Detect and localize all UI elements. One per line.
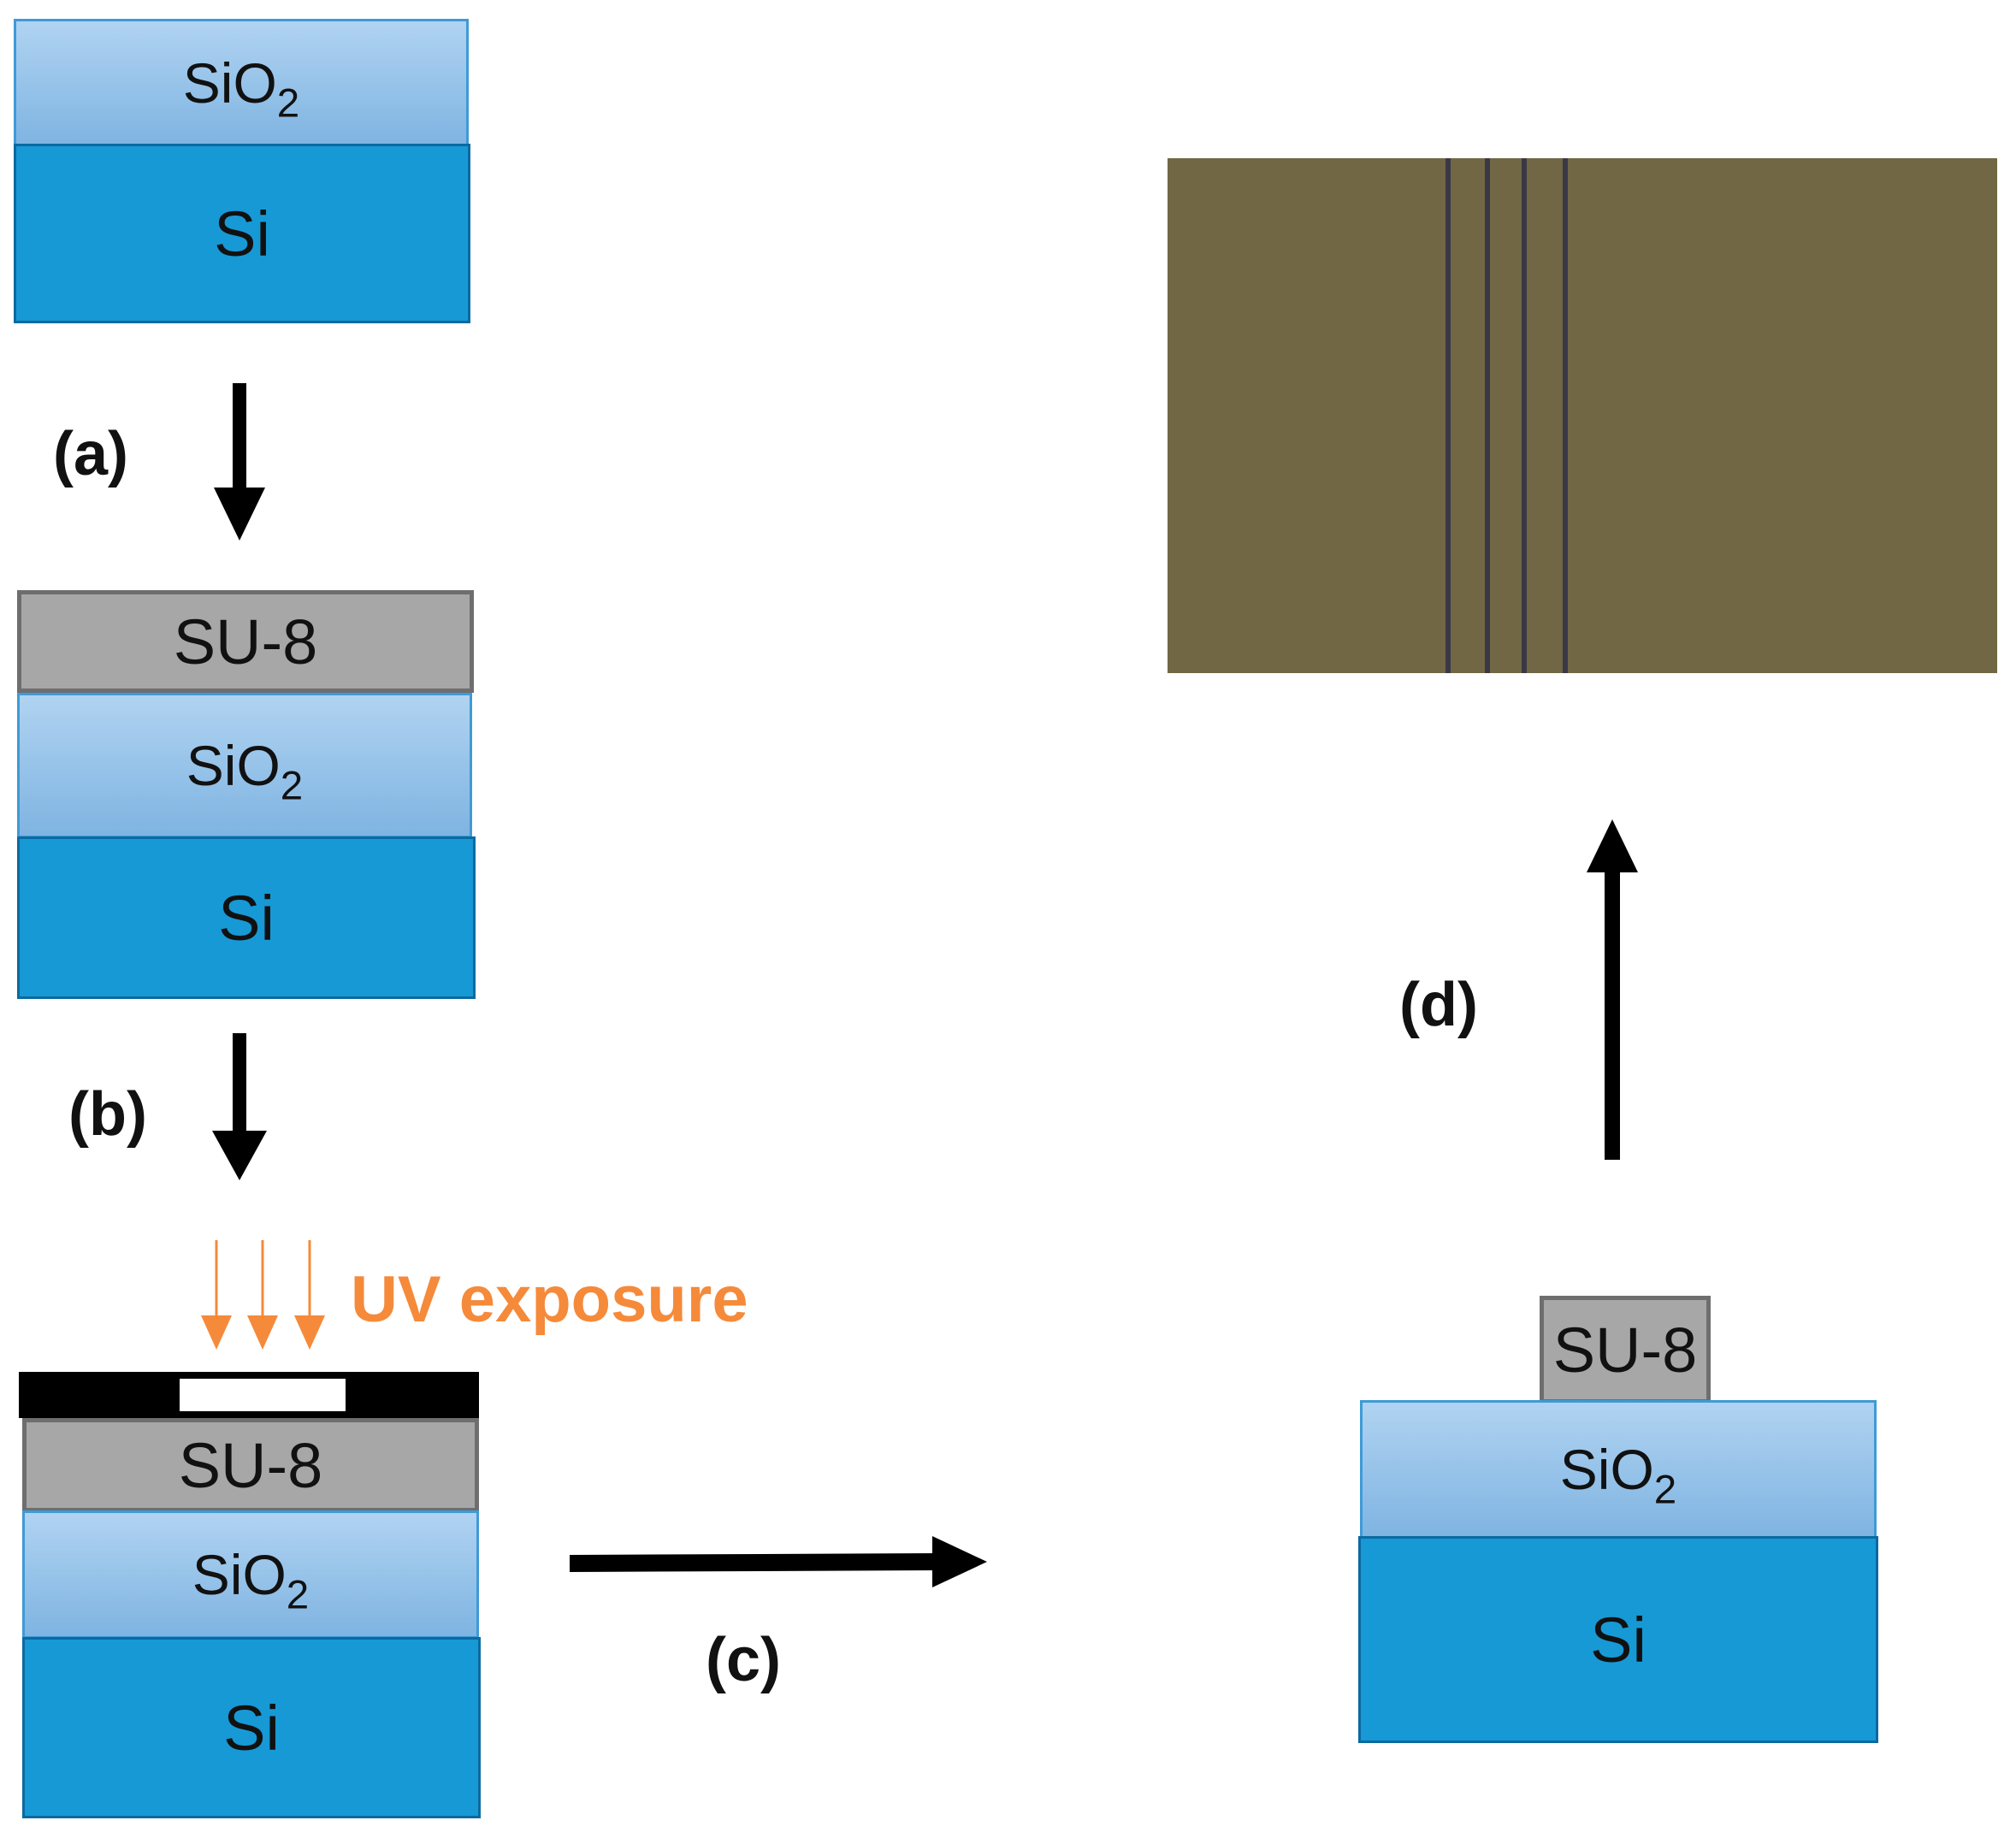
waveguide-line-2 xyxy=(1485,158,1490,673)
stack3-si-label: Si xyxy=(223,1692,280,1764)
photomask-left-opaque xyxy=(19,1372,181,1418)
arrow-b-down xyxy=(212,1033,267,1180)
arrow-c-right xyxy=(570,1536,987,1587)
stack3-sio2-label: SiO2 xyxy=(192,1543,310,1618)
stack4-sio2-label: SiO2 xyxy=(1559,1438,1677,1513)
arrow-a-down xyxy=(214,383,265,541)
step-label-d: (d) xyxy=(1399,971,1478,1039)
stack2-si-label: Si xyxy=(218,882,275,954)
arrow-d-up xyxy=(1587,819,1638,1160)
photomask-opening xyxy=(180,1372,347,1418)
waveguide-line-1 xyxy=(1445,158,1451,673)
waveguide-line-4 xyxy=(1563,158,1568,673)
stack1-sio2-label: SiO2 xyxy=(182,51,300,127)
stack4-sio2-layer: SiO2 xyxy=(1360,1400,1877,1539)
step-label-b: (b) xyxy=(68,1080,147,1149)
stack4-si-layer: Si xyxy=(1358,1536,1878,1743)
stack4-su8-pattern: SU-8 xyxy=(1540,1296,1711,1404)
stack4-si-label: Si xyxy=(1590,1604,1646,1676)
uv-arrows xyxy=(201,1240,325,1350)
step-label-a: (a) xyxy=(53,420,128,488)
stack2-si-layer: Si xyxy=(17,836,476,999)
stack1-si-layer: Si xyxy=(14,144,470,323)
stack1-si-label: Si xyxy=(214,198,270,269)
waveguide-line-3 xyxy=(1522,158,1527,673)
stack3-su8-layer: SU-8 xyxy=(22,1418,479,1512)
stack3-su8-label: SU-8 xyxy=(178,1429,323,1501)
stack4-su8-label: SU-8 xyxy=(1552,1314,1698,1386)
uv-exposure-label: UV exposure xyxy=(351,1263,748,1336)
stack2-su8-layer: SU-8 xyxy=(17,590,474,693)
photomask-right-opaque xyxy=(346,1372,479,1418)
micrograph-image xyxy=(1168,158,1997,673)
stack2-sio2-label: SiO2 xyxy=(186,734,304,809)
stack2-su8-label: SU-8 xyxy=(173,606,318,677)
stack3-sio2-layer: SiO2 xyxy=(22,1510,479,1639)
step-label-c: (c) xyxy=(706,1626,781,1694)
stack1-sio2-layer: SiO2 xyxy=(14,19,469,147)
stack3-si-layer: Si xyxy=(22,1637,481,1818)
